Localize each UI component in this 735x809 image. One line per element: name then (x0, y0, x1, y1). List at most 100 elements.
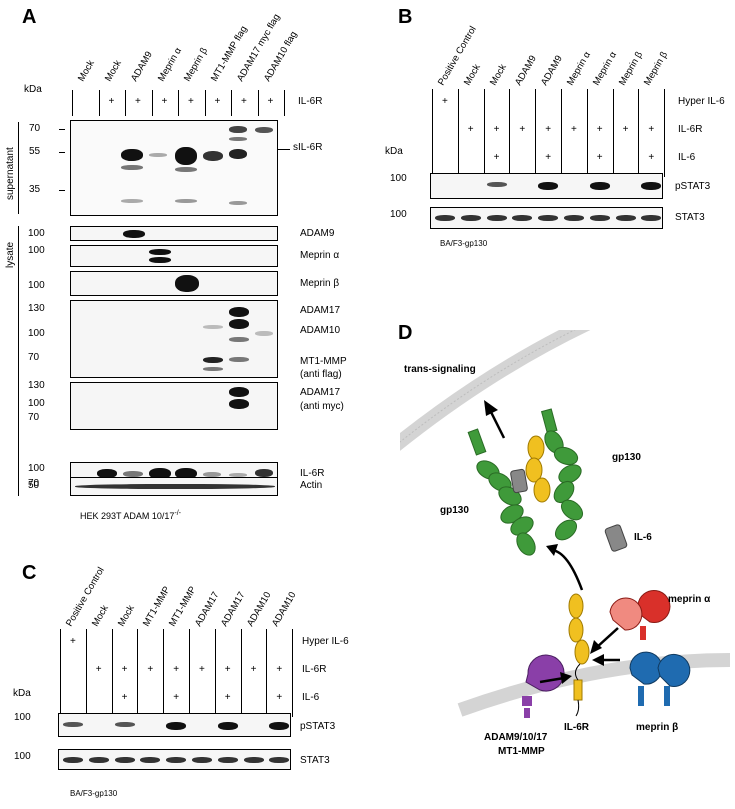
pstat3-band (641, 182, 662, 190)
marker-il6r-100: 100 (28, 463, 45, 474)
mt1mmp-label: MT1-MMP (498, 746, 545, 757)
panel-c-letter: C (22, 562, 37, 584)
blot-b-pstat3 (430, 173, 663, 199)
pstat3-band (166, 722, 187, 730)
panel-a-lane-label: Mock (76, 58, 97, 84)
panel-a-il6r-row-label: IL-6R (298, 96, 323, 107)
blot-c-stat3 (58, 749, 291, 770)
binding-arrow (551, 548, 584, 591)
treatment-sign-panel_B: + (571, 124, 577, 135)
treatment-sign-panel_C: + (224, 664, 231, 675)
treatment-sign-panel_C: + (121, 692, 128, 703)
label-mt1mmp-sub: (anti flag) (300, 369, 342, 380)
gp130-left-receptor (467, 428, 536, 556)
lane-label-panel_B: ADAM9 (539, 53, 566, 88)
supernatant-bracket (18, 122, 19, 214)
treatment-sign-panel_C: + (250, 664, 257, 675)
lane-divider-panel_B (561, 89, 562, 177)
panel-a-lane-label: Meprin α (155, 45, 184, 84)
blot-supernatant-sil6r (70, 120, 278, 216)
stat3-band (615, 215, 636, 221)
gp130-right-receptor (540, 408, 584, 541)
treatment-sign-panel_B: + (442, 96, 448, 107)
panel-a-lane-divider (125, 90, 126, 116)
stat3-band (512, 215, 533, 221)
panel-c-pstat3-label: pSTAT3 (300, 721, 336, 732)
lane-divider-panel_C (292, 629, 294, 717)
pstat3-band (538, 182, 559, 190)
blot-meprin-alpha (70, 245, 278, 267)
treatment-sign-panel_C: + (95, 664, 102, 675)
lane-divider-panel_B (612, 89, 614, 177)
lane-divider-panel_B (638, 89, 640, 177)
il6-in-complex (510, 468, 528, 494)
treatment-sign-panel_B: + (467, 124, 474, 135)
marker-il6r-70: 70 (28, 478, 40, 489)
panel-a-cell-line-text: HEK 293T ADAM 10/17 (80, 511, 175, 521)
treatment-sign-panel_B: + (519, 124, 526, 135)
sil6r-pointer (278, 149, 290, 150)
pstat3-band (589, 182, 610, 190)
lane-label-panel_C: ADAM17 (193, 590, 222, 629)
lower-membrane (457, 653, 730, 717)
marker-meprin-alpha: 100 (28, 245, 45, 256)
treatment-sign-panel_C: + (173, 664, 180, 675)
lane-label-panel_B: ADAM9 (513, 53, 540, 88)
il6-free (604, 524, 628, 552)
panel-a-lane-divider (257, 90, 259, 116)
gp130-right-label: gp130 (612, 452, 641, 463)
lane-divider-panel_C (60, 629, 61, 717)
tick (59, 129, 65, 130)
sil6r-complex (525, 435, 551, 503)
treatment-row-label-panel_B: IL-6R (678, 124, 703, 135)
lysate-side-label: lysate (5, 241, 16, 268)
blot-actin-strip (70, 477, 278, 496)
treatment-sign-panel_B: + (545, 124, 552, 135)
stat3-band (589, 215, 610, 221)
panel-a-kda: kDa (24, 84, 42, 95)
lane-divider-panel_B (586, 89, 588, 177)
lane-divider-panel_B (432, 89, 433, 177)
pstat3-band (217, 722, 238, 730)
pstat3-band (114, 722, 135, 727)
blot-adam17-anti-myc (70, 382, 278, 430)
lane-divider-panel_B (483, 89, 485, 177)
label-meprin-alpha: Meprin α (300, 250, 340, 261)
stat3-band (243, 757, 264, 763)
treatment-sign-panel_C: + (224, 692, 231, 703)
panel-a-lane-label: ADAM9 (129, 49, 155, 84)
panel-a-il6r-sign: + (188, 96, 194, 107)
adam-enzyme (522, 654, 565, 718)
panel-d-diagram: trans-signaling gp130 gp130 IL-6 (400, 330, 730, 757)
gp130-left-label: gp130 (440, 505, 469, 516)
panel-a-il6r-sign: + (214, 96, 221, 107)
panel-a-lane-divider (284, 90, 285, 116)
treatment-sign-panel_C: + (121, 664, 128, 675)
stat3-band (486, 215, 507, 221)
treatment-row-label-panel_B: IL-6 (678, 152, 696, 163)
lane-divider-panel_B (457, 89, 459, 177)
treatment-sign-panel_C: + (173, 692, 180, 703)
panel-b-kda: kDa (385, 146, 403, 157)
lane-divider-panel_C (137, 629, 139, 717)
label-adam10: ADAM10 (300, 325, 341, 336)
blot-b-stat3 (430, 207, 663, 229)
panel-a-lane-divider (204, 90, 206, 116)
stat3-band (88, 757, 109, 763)
treatment-row-label-panel_B: Hyper IL-6 (678, 96, 725, 107)
panel-a-lane-divider (98, 90, 100, 116)
lane-label-panel_C: Mock (115, 603, 137, 629)
supernatant-side-label: supernatant (5, 147, 16, 200)
treatment-sign-panel_B: + (648, 152, 655, 163)
marker-actin: 50 (28, 480, 40, 491)
sup-marker-70: 70 (29, 123, 41, 134)
sil6r-label: sIL-6R (293, 142, 323, 153)
lane-label-panel_C: ADAM10 (270, 590, 299, 629)
lane-divider-panel_C (266, 629, 268, 717)
stat3-band (435, 215, 455, 221)
marker-b4-100: 100 (28, 328, 45, 339)
lane-divider-panel_B (535, 89, 537, 177)
lane-label-panel_B: Meprin β (642, 49, 671, 88)
il6r-membrane (568, 593, 590, 701)
lane-divider-panel_C (111, 629, 113, 717)
